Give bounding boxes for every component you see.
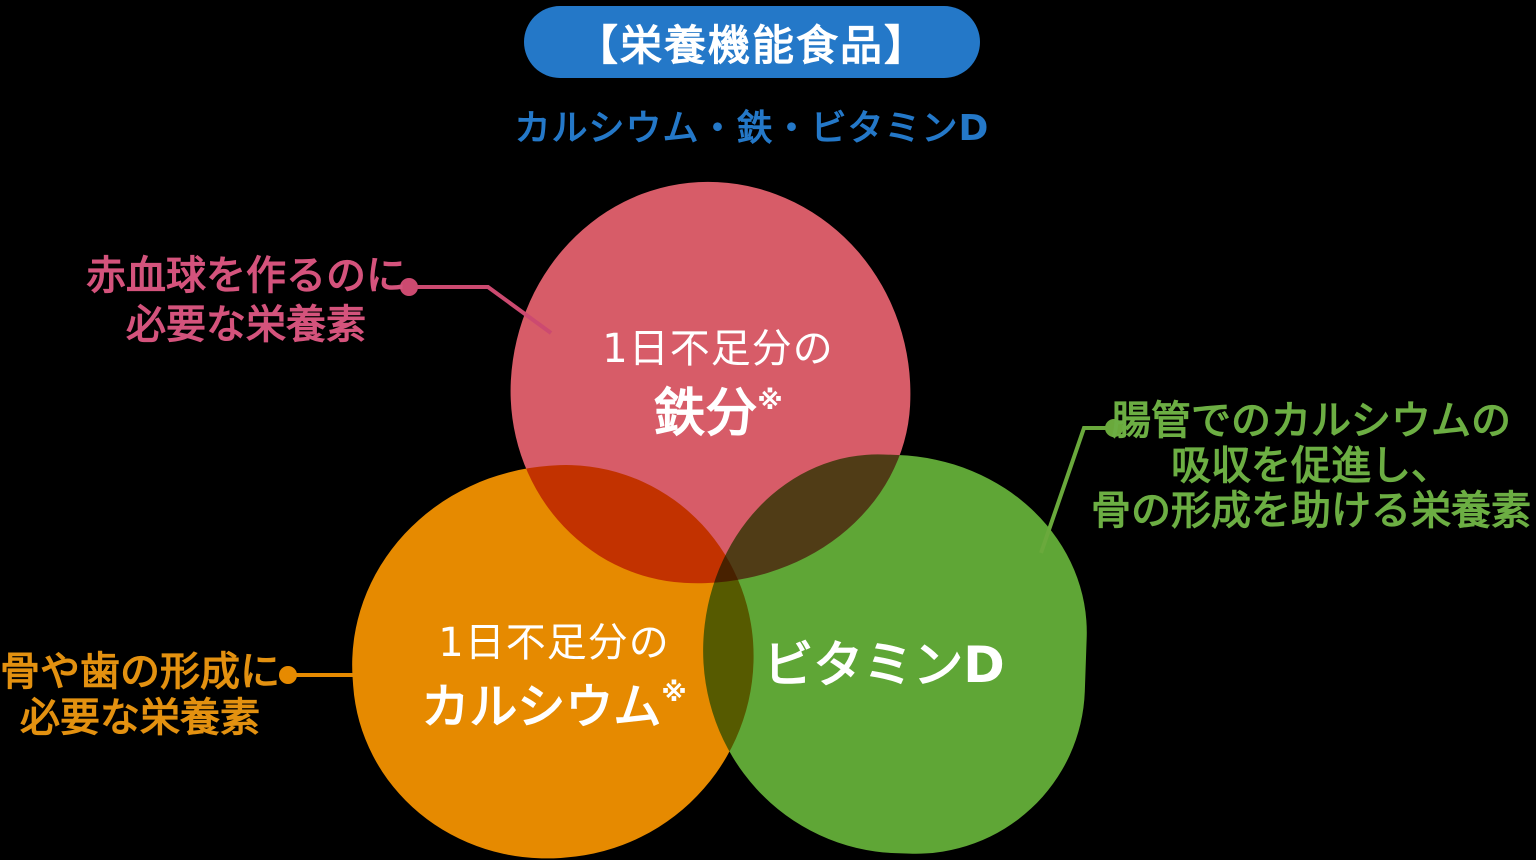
vitamin-d-annotation-line-2: 吸収を促進し、 bbox=[1171, 443, 1451, 489]
iron-label-name: 鉄分※ bbox=[653, 384, 783, 444]
vitamin-d-annotation-line-3: 骨の形成を助ける栄養素 bbox=[1091, 488, 1531, 534]
vitamin-d-annotation: 腸管でのカルシウムの 吸収を促進し、 骨の形成を助ける栄養素 bbox=[1082, 399, 1536, 534]
calcium-note-mark: ※ bbox=[661, 678, 687, 708]
iron-annotation-line-1: 赤血球を作るのに bbox=[86, 253, 406, 299]
calcium-annotation: 骨や歯の形成に 必要な栄養素 bbox=[0, 649, 342, 741]
calcium-annotation-line-2: 必要な栄養素 bbox=[20, 695, 260, 741]
iron-circle-label: 1日不足分の 鉄分※ bbox=[518, 326, 918, 443]
nutrients-subtitle: カルシウム・鉄・ビタミンD bbox=[514, 108, 990, 149]
vitamin-d-annotation-line-1: 腸管でのカルシウムの bbox=[1111, 398, 1511, 444]
nutrition-function-food-badge: 【栄養機能食品】 bbox=[524, 6, 980, 78]
iron-annotation: 赤血球を作るのに 必要な栄養素 bbox=[46, 252, 446, 350]
calcium-circle-label: 1日不足分の カルシウム※ bbox=[354, 620, 754, 734]
iron-label-prefix: 1日不足分の bbox=[602, 326, 834, 372]
badge-label: 【栄養機能食品】 bbox=[575, 20, 928, 70]
vitamin-d-circle-label: ビタミンD bbox=[763, 636, 1005, 694]
iron-note-mark: ※ bbox=[757, 386, 783, 416]
calcium-label-name: カルシウム※ bbox=[421, 678, 687, 735]
calcium-annotation-line-1: 骨や歯の形成に bbox=[0, 649, 280, 695]
iron-annotation-line-2: 必要な栄養素 bbox=[126, 302, 366, 348]
calcium-label-prefix: 1日不足分の bbox=[438, 620, 670, 666]
